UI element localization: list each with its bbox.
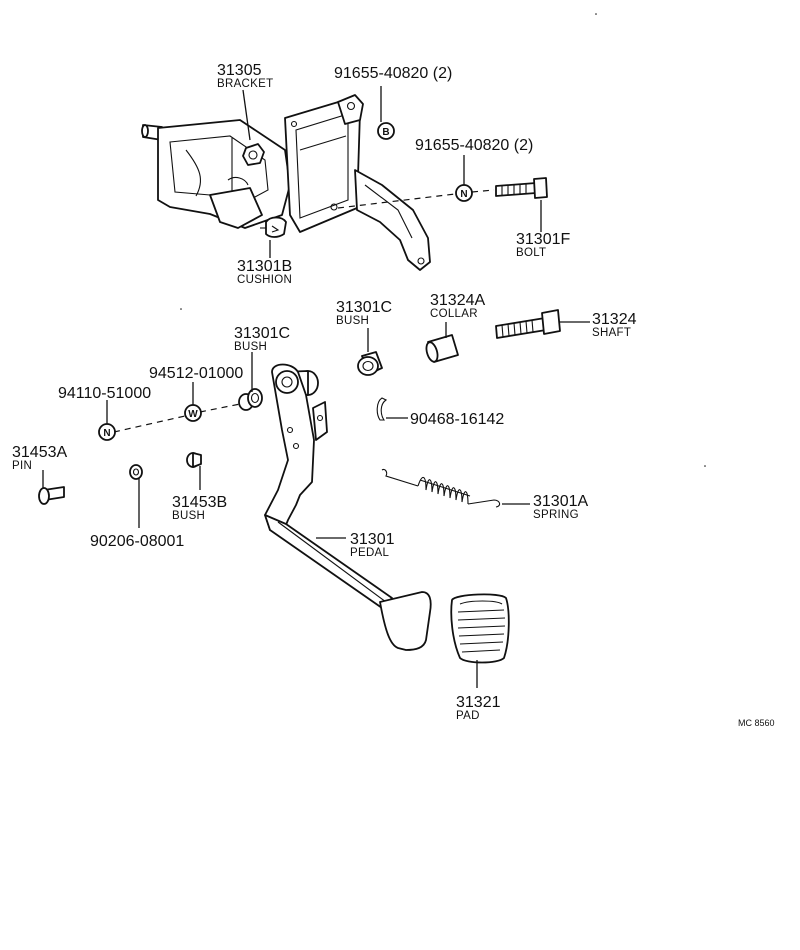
label-31301: 31301 PEDAL — [350, 531, 395, 559]
label-31453A: 31453A PIN — [12, 444, 67, 472]
bracket-drawing — [141, 94, 431, 271]
spring-drawing — [381, 468, 501, 508]
cushion-drawing — [260, 216, 287, 238]
label-90206: 90206-08001 — [90, 533, 184, 550]
part-description: PAD — [456, 710, 480, 722]
part-description: CUSHION — [237, 274, 292, 286]
label-91655-upper: 91655-40820 (2) — [334, 65, 452, 82]
label-31324: 31324 SHAFT — [592, 311, 637, 339]
label-31324A: 31324A COLLAR — [430, 292, 485, 320]
part-number: 31301F — [516, 231, 570, 248]
part-number: 31324A — [430, 292, 485, 309]
part-description: PIN — [12, 460, 32, 472]
marker-b-text: B — [382, 127, 389, 138]
part-number: 31324 — [592, 311, 637, 328]
part-number: 90206-08001 — [90, 533, 184, 550]
marker-b-circle — [377, 122, 395, 140]
marker-n-text-lower: N — [103, 428, 110, 439]
label-31321: 31321 PAD — [456, 694, 501, 722]
label-31301C-upper: 31301C BUSH — [336, 299, 392, 327]
part-description: SHAFT — [592, 327, 631, 339]
part-description: COLLAR — [430, 308, 478, 320]
bush-upper-drawing — [357, 351, 383, 376]
part-description: BRACKET — [217, 78, 273, 90]
label-94512: 94512-01000 — [149, 365, 243, 382]
label-94110: 94110-51000 — [58, 385, 151, 402]
part-number: 90468-16142 — [410, 411, 504, 428]
clip-drawing — [376, 397, 388, 421]
bolt-drawing — [495, 177, 548, 199]
label-90468: 90468-16142 — [410, 411, 504, 428]
scan-speck — [704, 465, 706, 467]
label-31301A: 31301A SPRING — [533, 493, 588, 521]
part-number: 31305 — [217, 62, 262, 79]
part-number: 31301C — [234, 325, 290, 342]
part-description: SPRING — [533, 509, 579, 521]
part-description: BUSH — [234, 341, 267, 353]
pin-drawing — [38, 486, 65, 505]
part-description: BOLT — [516, 247, 546, 259]
part-description: PEDAL — [350, 547, 390, 559]
part-number: 91655-40820 (2) — [415, 137, 533, 154]
part-description: BUSH — [336, 315, 369, 327]
label-31305: 31305 BRACKET — [217, 62, 273, 90]
label-31301F: 31301F BOLT — [516, 231, 570, 259]
pedal-drawing — [264, 363, 432, 651]
part-number: 31301 — [350, 531, 395, 548]
bush-small-drawing — [186, 452, 202, 468]
scan-speck — [180, 308, 182, 310]
part-number: 31301B — [237, 258, 292, 275]
pad-drawing — [450, 593, 510, 664]
label-91655-lower: 91655-40820 (2) — [415, 137, 533, 154]
part-number: 31321 — [456, 694, 501, 711]
marker-n-text-upper: N — [460, 189, 467, 200]
part-number: 31301C — [336, 299, 392, 316]
part-description: BUSH — [172, 510, 205, 522]
label-31301C-left: 31301C BUSH — [234, 325, 290, 353]
washer-drawing — [129, 464, 143, 480]
part-number: 94512-01000 — [149, 365, 243, 382]
part-number: 91655-40820 (2) — [334, 65, 452, 82]
part-number: 31453A — [12, 444, 67, 461]
collar-drawing — [425, 334, 459, 363]
part-number: 94110-51000 — [58, 385, 151, 402]
bush-left-drawing — [238, 388, 263, 411]
shaft-drawing — [495, 309, 561, 339]
diagram-code: MC 8560 — [738, 718, 775, 728]
scan-speck — [595, 13, 597, 15]
label-31453B: 31453B BUSH — [172, 494, 227, 522]
marker-w-text: W — [188, 409, 198, 420]
label-31301B: 31301B CUSHION — [237, 258, 292, 286]
part-number: 31301A — [533, 493, 588, 510]
part-number: 31453B — [172, 494, 227, 511]
